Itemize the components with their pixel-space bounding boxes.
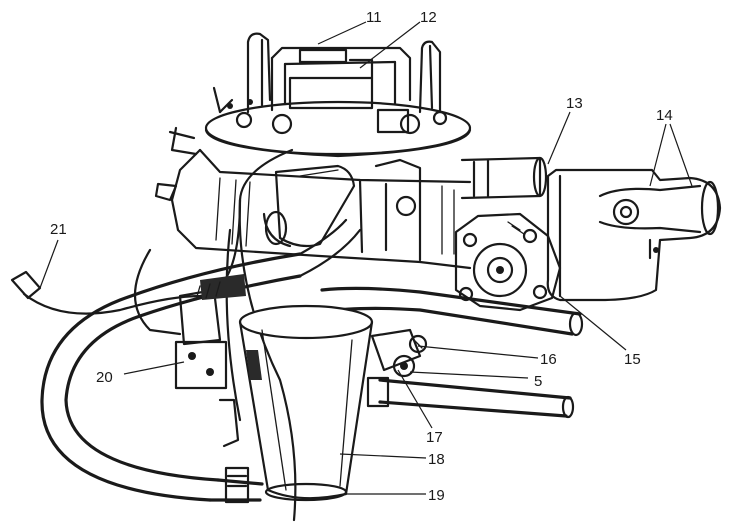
callout-17: 17 bbox=[426, 429, 443, 446]
callout-19: 19 bbox=[428, 487, 445, 504]
sensor-wire bbox=[10, 148, 297, 522]
throttle-shaft-tube bbox=[460, 156, 548, 200]
callout-13: 13 bbox=[566, 95, 583, 112]
top-flange-plate bbox=[204, 86, 472, 158]
lower-fitting bbox=[224, 466, 250, 504]
left-loop-hose bbox=[40, 218, 362, 502]
callout-11: 11 bbox=[366, 9, 382, 26]
leader-lines bbox=[39, 21, 693, 495]
float-chamber bbox=[238, 304, 374, 502]
diaphragm-housing bbox=[454, 212, 562, 312]
callout-16: 16 bbox=[540, 351, 557, 368]
callout-21: 21 bbox=[50, 221, 67, 238]
callout-5: 5 bbox=[534, 373, 542, 390]
callout-15: 15 bbox=[624, 351, 641, 368]
vent-nozzle bbox=[262, 164, 356, 248]
linkage-bracket bbox=[133, 248, 246, 448]
callout-18: 18 bbox=[428, 451, 445, 468]
callout-20: 20 bbox=[96, 369, 113, 386]
callout-14: 14 bbox=[656, 107, 673, 124]
right-throttle-housing bbox=[546, 168, 722, 302]
adjust-screw-fitting bbox=[370, 328, 428, 378]
callout-12: 12 bbox=[420, 9, 437, 26]
carburetor-body bbox=[154, 126, 472, 270]
callout-labels: 11 12 13 14 15 16 5 17 18 19 20 21 bbox=[50, 9, 673, 504]
air-inlet-housing bbox=[246, 32, 442, 114]
vacuum-hose bbox=[366, 376, 575, 419]
